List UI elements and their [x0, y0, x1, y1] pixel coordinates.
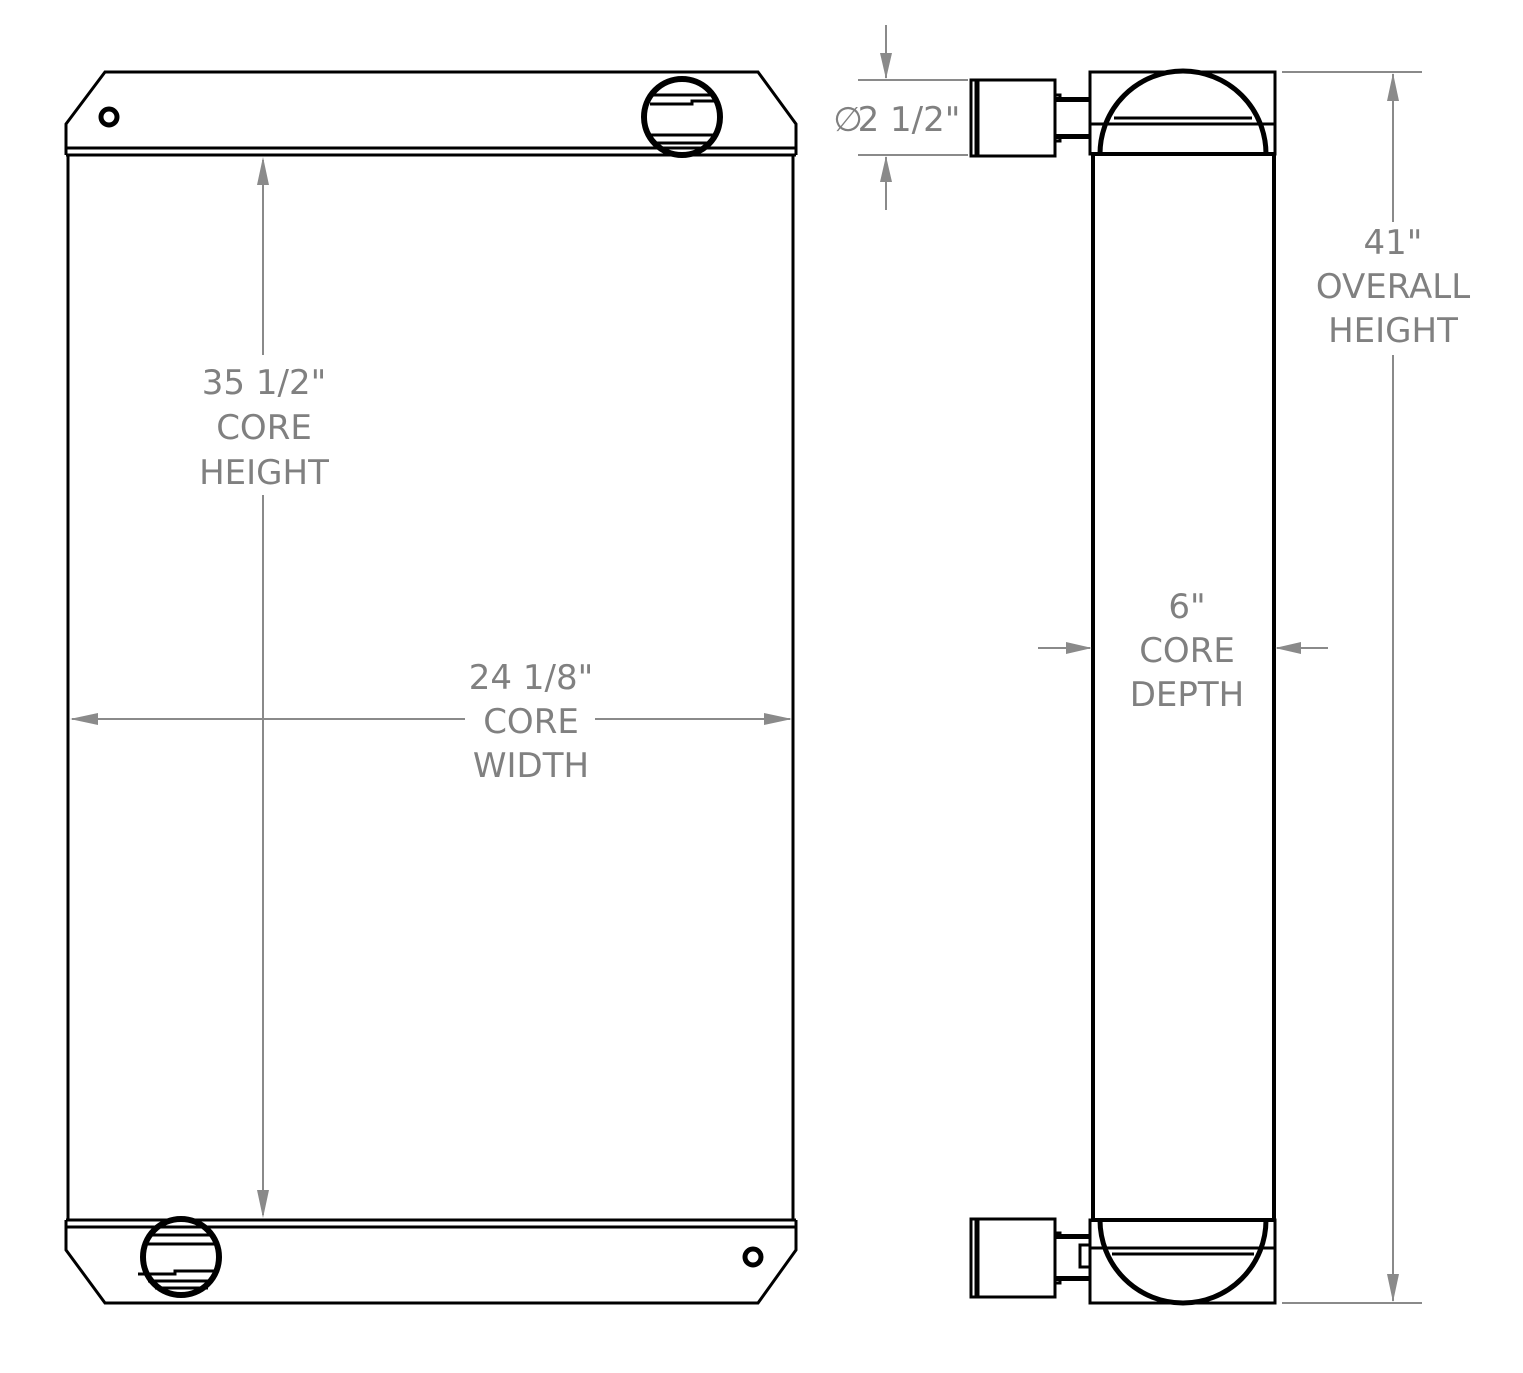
- side-top-tank: [1088, 70, 1277, 156]
- mount-hole-top-left: [98, 106, 120, 128]
- inlet-diameter-dimension: ∅ 2 1/2": [833, 25, 968, 210]
- overall-height-dimension: 41" OVERALL HEIGHT: [1282, 71, 1470, 1304]
- side-top-fitting: [969, 78, 1090, 158]
- core-depth-value: 6": [1168, 587, 1205, 627]
- core-width-value: 24 1/8": [469, 658, 593, 698]
- core-depth-label-1: CORE: [1139, 631, 1235, 671]
- inlet-diameter-value: 2 1/2": [858, 100, 961, 140]
- front-view: 35 1/2" CORE HEIGHT 24 1/8" CORE WIDTH: [64, 70, 798, 1305]
- core-width-label-1: CORE: [483, 702, 579, 742]
- mount-hole-bottom-right: [742, 1246, 764, 1268]
- core-width-dimension: 24 1/8" CORE WIDTH: [70, 658, 792, 786]
- bottom-tank: [64, 1220, 798, 1305]
- diameter-symbol: ∅: [833, 100, 863, 140]
- core-height-value: 35 1/2": [202, 363, 326, 403]
- side-bottom-tank: [1088, 1218, 1277, 1305]
- side-view: ∅ 2 1/2" 6" CORE DEPTH 41" OVERALL HEIGH…: [833, 25, 1470, 1306]
- core-height-label-1: CORE: [216, 408, 312, 448]
- core-depth-label-2: DEPTH: [1130, 675, 1245, 715]
- side-bottom-fitting: [969, 1217, 1092, 1299]
- top-port: [641, 76, 723, 158]
- core-height-dimension: 35 1/2" CORE HEIGHT: [199, 157, 329, 1218]
- bottom-port: [138, 1216, 222, 1298]
- core-width-label-2: WIDTH: [473, 746, 589, 786]
- overall-height-value: 41": [1364, 223, 1423, 263]
- core: [66, 153, 795, 1222]
- core-height-label-2: HEIGHT: [199, 453, 329, 493]
- core-depth-dimension: 6" CORE DEPTH: [1038, 587, 1328, 715]
- overall-height-label-2: HEIGHT: [1328, 311, 1458, 351]
- overall-height-label-1: OVERALL: [1316, 267, 1470, 307]
- top-tank: [64, 70, 798, 155]
